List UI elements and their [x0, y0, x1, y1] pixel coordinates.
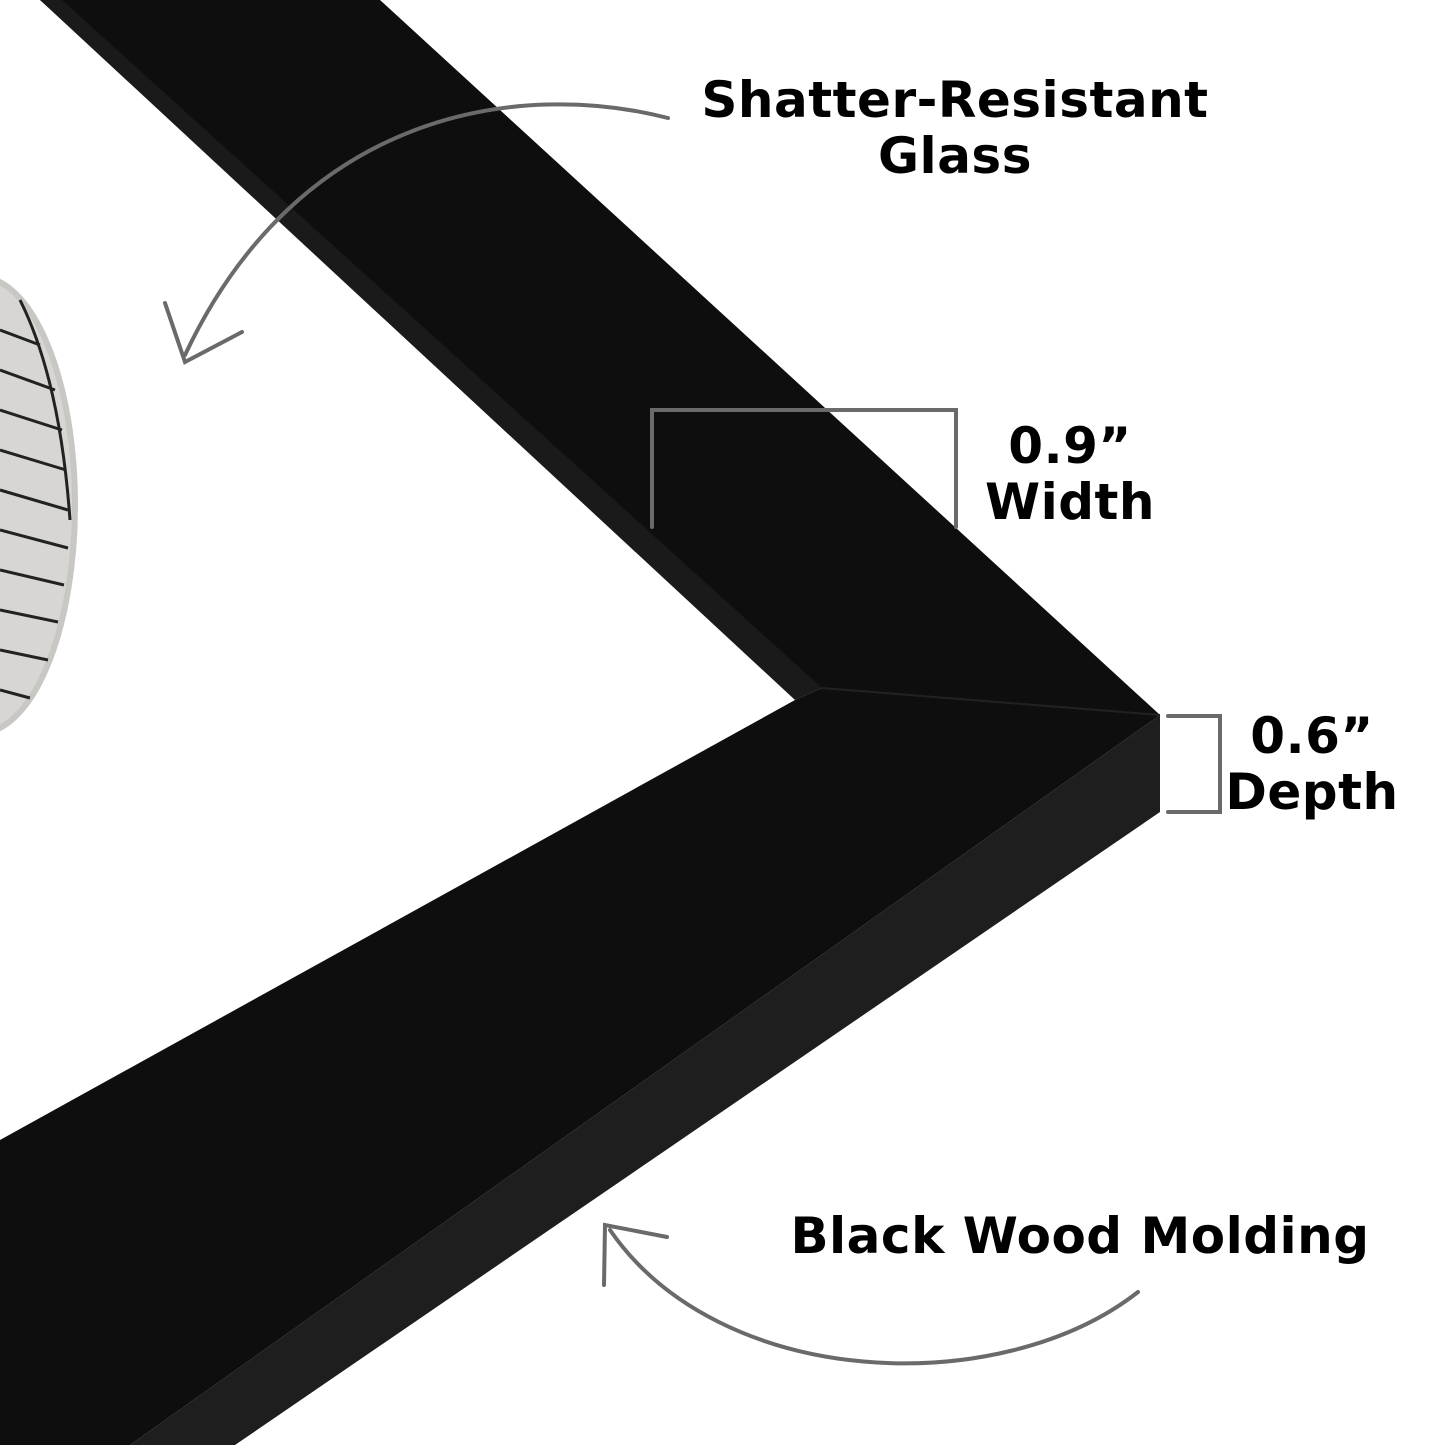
molding-label: Black Wood Molding	[760, 1208, 1400, 1264]
frame-inner-lip	[40, 0, 822, 700]
width-text: Width	[984, 473, 1156, 531]
width-label: 0.9” Width	[975, 418, 1165, 530]
frame-top-arm	[40, 0, 1160, 715]
glass-label: Shatter-Resistant Glass	[680, 72, 1230, 184]
glass-label-line1: Shatter-Resistant	[701, 71, 1209, 129]
glass-arrowhead	[163, 301, 244, 365]
depth-value: 0.6”	[1250, 707, 1374, 765]
molding-arrow	[608, 1228, 1140, 1366]
frame-depth-side	[130, 715, 1160, 1445]
frame-bottom-arm	[0, 688, 1160, 1445]
width-value: 0.9”	[1008, 417, 1132, 475]
molding-arrowhead	[602, 1222, 669, 1287]
artwork-preview	[0, 278, 78, 732]
depth-bracket	[1166, 714, 1222, 814]
glass-label-line2: Glass	[878, 127, 1032, 185]
width-bracket	[650, 408, 958, 529]
depth-text: Depth	[1225, 763, 1399, 821]
depth-label: 0.6” Depth	[1222, 708, 1402, 820]
molding-text: Black Wood Molding	[790, 1207, 1370, 1265]
glass-arrow	[183, 102, 670, 357]
